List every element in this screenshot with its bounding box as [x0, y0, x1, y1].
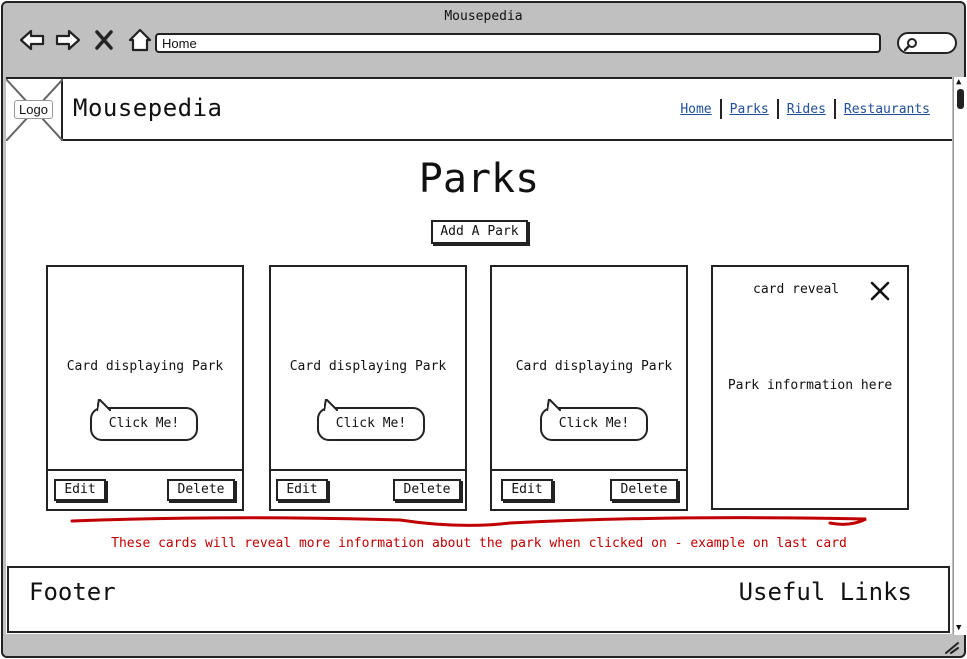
page-viewport: Logo Mousepedia Home Parks Rides Restaur… [6, 77, 952, 634]
park-card[interactable]: Card displaying Park Click Me! Edit Dele… [490, 265, 688, 511]
park-card[interactable]: Card displaying Park Click Me! Edit Dele… [46, 265, 244, 511]
useful-links-label[interactable]: Useful Links [738, 578, 912, 606]
nav-divider [719, 99, 722, 119]
home-icon[interactable] [125, 25, 155, 55]
status-bar [3, 634, 964, 656]
site-footer: Footer Useful Links [7, 566, 950, 633]
annotation-squiggle [70, 516, 867, 527]
card-text: Card displaying Park [515, 359, 673, 374]
stop-icon[interactable] [89, 25, 119, 55]
card-actions: Edit Delete [48, 469, 242, 509]
search-icon [904, 38, 917, 51]
bubble-tail [324, 399, 338, 411]
nav-divider [776, 99, 779, 119]
reveal-title: card reveal [753, 282, 840, 297]
nav-divider [833, 99, 836, 119]
delete-button[interactable]: Delete [167, 479, 235, 501]
click-me-bubble[interactable]: Click Me! [540, 399, 648, 441]
reveal-info: Park information here [727, 378, 893, 393]
nav-link-parks[interactable]: Parks [729, 101, 769, 117]
bubble-label: Click Me! [108, 416, 180, 431]
edit-button[interactable]: Edit [501, 479, 553, 501]
footer-label: Footer [29, 578, 116, 606]
bubble-tail [547, 399, 561, 411]
delete-button[interactable]: Delete [393, 479, 461, 501]
site-title: Mousepedia [73, 94, 223, 122]
vertical-scrollbar[interactable]: ▲ ▼ [953, 77, 967, 635]
address-bar[interactable]: Home [155, 33, 881, 53]
click-me-bubble[interactable]: Click Me! [90, 399, 198, 441]
park-card[interactable]: Card displaying Park Click Me! Edit Dele… [269, 265, 467, 511]
card-reveal[interactable]: card reveal Park information here [711, 265, 909, 510]
browser-search-field[interactable] [897, 32, 957, 54]
resize-grip-icon[interactable] [944, 640, 960, 654]
nav-link-restaurants[interactable]: Restaurants [843, 101, 930, 117]
forward-icon[interactable] [53, 25, 83, 55]
scroll-up-icon[interactable]: ▲ [956, 77, 962, 87]
nav-link-rides[interactable]: Rides [786, 101, 826, 117]
card-actions: Edit Delete [492, 469, 686, 509]
site-header: Logo Mousepedia Home Parks Rides Restaur… [6, 79, 952, 141]
card-actions: Edit Delete [271, 469, 465, 509]
logo-label: Logo [14, 100, 53, 119]
back-icon[interactable] [17, 25, 47, 55]
logo-placeholder[interactable]: Logo [6, 79, 63, 141]
scroll-thumb[interactable] [957, 89, 964, 109]
annotation-note: These cards will reveal more information… [111, 536, 847, 551]
bubble-label: Click Me! [558, 416, 630, 431]
delete-button[interactable]: Delete [610, 479, 678, 501]
card-text: Card displaying Park [66, 359, 224, 374]
edit-button[interactable]: Edit [54, 479, 106, 501]
card-text: Card displaying Park [289, 359, 447, 374]
top-nav: Home Parks Rides Restaurants [672, 99, 938, 119]
scroll-down-icon[interactable]: ▼ [956, 623, 962, 633]
close-icon[interactable] [869, 280, 891, 302]
bubble-tail [97, 399, 111, 411]
browser-nav-buttons [17, 25, 155, 55]
page-title: Parks [418, 156, 540, 202]
bubble-label: Click Me! [335, 416, 407, 431]
add-park-button[interactable]: Add A Park [431, 220, 528, 244]
window-title: Mousepedia [444, 9, 523, 24]
edit-button[interactable]: Edit [276, 479, 328, 501]
click-me-bubble[interactable]: Click Me! [317, 399, 425, 441]
nav-link-home[interactable]: Home [680, 101, 712, 117]
